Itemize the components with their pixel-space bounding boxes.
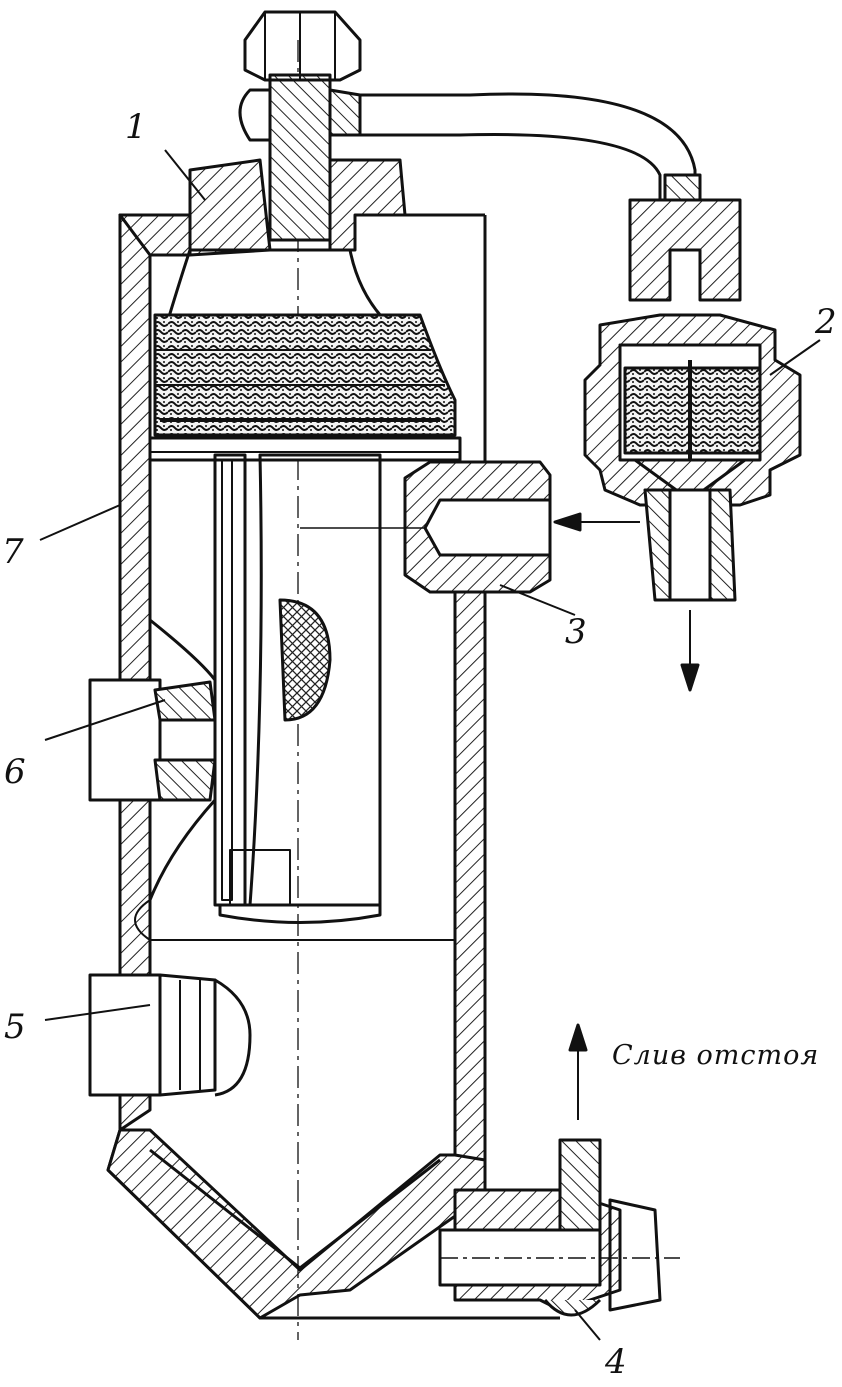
drain-valve-4: [438, 1023, 680, 1317]
label-part-2: 2: [815, 302, 837, 342]
label-part-7: 7: [2, 532, 24, 572]
label-part-6: 6: [4, 752, 26, 792]
leader-lines: [39, 149, 821, 1341]
felt-pack: [148, 313, 462, 462]
plug-6: [88, 618, 217, 901]
mesh-cartridge: [213, 453, 382, 924]
plug-5: [88, 899, 455, 1097]
cover-1: [163, 10, 407, 332]
label-part-5: 5: [4, 1007, 26, 1047]
label-part-4: 4: [605, 1342, 627, 1382]
label-part-1: 1: [125, 107, 147, 147]
drain-caption: Слив отстоя: [612, 1040, 820, 1071]
label-part-3: 3: [565, 612, 587, 652]
fine-filter-2: [553, 198, 802, 692]
housing-body: [106, 40, 560, 1340]
fitting-3: [300, 460, 552, 594]
